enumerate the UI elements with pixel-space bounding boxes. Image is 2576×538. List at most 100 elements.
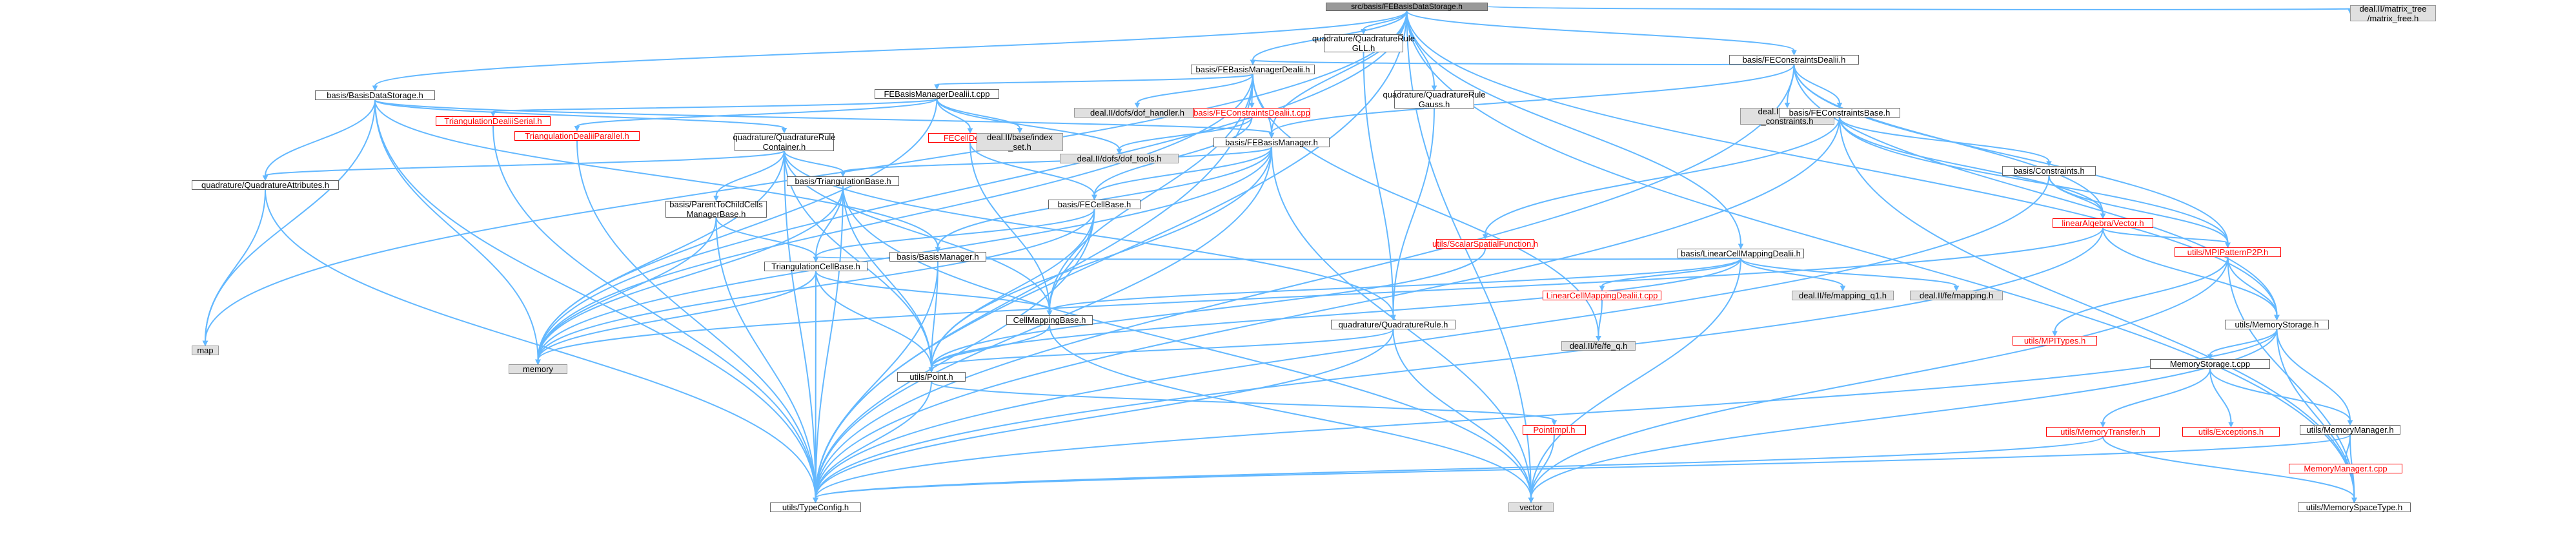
edge-febm-to-fecellb xyxy=(1093,147,1272,196)
edge-fecd-to-linvec xyxy=(1793,64,2104,214)
node-feq[interactable]: deal.II/fe/fe_q.h xyxy=(1561,340,1636,351)
edge-tb-to-tcb xyxy=(815,185,844,258)
node-label: TriangulationDealiiParallel.h xyxy=(525,130,629,141)
node-febmdt[interactable]: FEBasisManagerDealii.t.cpp xyxy=(875,89,999,99)
node-qr[interactable]: quadrature/QuadratureRule.h xyxy=(1331,320,1455,329)
arrowhead-constr-to-linvec xyxy=(2100,213,2106,220)
arrowhead-mpip2p-to-mpitypes xyxy=(2052,331,2058,337)
node-bindex[interactable]: deal.II/base/index _set.h xyxy=(977,132,1063,152)
node-label: quadrature/QuadratureRule Container.h xyxy=(733,132,836,152)
arrowhead-febmdt-to-fecelld xyxy=(967,128,973,134)
node-label: basis/FECellBase.h xyxy=(1057,200,1131,209)
node-cmb[interactable]: CellMappingBase.h xyxy=(1006,315,1093,325)
edge-fecelld-to-fecellb xyxy=(969,142,1095,196)
node-pointimpl[interactable]: PointImpl.h xyxy=(1523,425,1586,435)
node-memstort[interactable]: MemoryStorage.t.cpp xyxy=(2150,359,2270,369)
node-label: deal.II/matrix_tree /matrix_free.h xyxy=(2359,3,2427,23)
node-tcb[interactable]: TriangulationCellBase.h xyxy=(764,262,867,271)
node-mpip2p[interactable]: utils/MPIPatternP2P.h xyxy=(2175,247,2281,257)
arrowhead-root-to-bds xyxy=(372,85,378,92)
node-qgauss[interactable]: quadrature/QuadratureRule Gauss.h xyxy=(1383,90,1486,109)
edge-constr-to-typecfg xyxy=(815,175,2050,499)
node-fecb[interactable]: basis/FEConstraintsBase.h xyxy=(1779,107,1900,118)
edge-constr-to-mpip2p xyxy=(2048,175,2229,243)
node-qrc[interactable]: quadrature/QuadratureRule Container.h xyxy=(733,132,836,152)
node-doftools[interactable]: deal.II/dofs/dof_tools.h xyxy=(1060,154,1179,163)
edge-fecb-to-typecfg xyxy=(815,117,1840,499)
node-dofh[interactable]: deal.II/dofs/dof_handler.h xyxy=(1074,107,1201,118)
node-label: deal.II/dofs/dof_tools.h xyxy=(1077,154,1162,163)
node-qattr[interactable]: quadrature/QuadratureAttributes.h xyxy=(192,180,339,190)
arrowhead-qrc-to-ptcc xyxy=(713,196,719,202)
edge-fecellb-to-tcb xyxy=(815,209,1095,258)
node-memmgrt[interactable]: MemoryManager.t.cpp xyxy=(2289,464,2402,473)
arrowhead-fecb-to-constr xyxy=(2046,161,2052,167)
node-label: utils/MemoryTransfer.h xyxy=(2060,427,2145,437)
node-memmgr[interactable]: utils/MemoryManager.h xyxy=(2300,425,2400,435)
edge-fecellb-to-point xyxy=(931,209,1095,368)
node-mpitypes[interactable]: utils/MPITypes.h xyxy=(2013,336,2097,346)
arrowhead-memstort-to-exceptions xyxy=(2228,422,2234,428)
node-memtrans[interactable]: utils/MemoryTransfer.h xyxy=(2046,427,2160,437)
node-label: basis/FEConstraintsDealii.h xyxy=(1742,55,1846,65)
node-qgll[interactable]: quadrature/QuadratureRule GLL.h xyxy=(1312,34,1415,53)
arrowhead-fecd-to-affine xyxy=(1784,103,1790,109)
node-linvec[interactable]: linearAlgebra/Vector.h xyxy=(2053,218,2153,228)
edge-point-to-pointimpl xyxy=(931,381,1555,421)
node-label: utils/MemoryManager.h xyxy=(2306,425,2394,435)
node-constr[interactable]: basis/Constraints.h xyxy=(2002,166,2096,176)
node-ssf[interactable]: utils/ScalarSpatialFunction.h xyxy=(1432,239,1538,249)
node-mapq1[interactable]: deal.II/fe/mapping_q1.h xyxy=(1792,291,1894,300)
node-typecfg[interactable]: utils/TypeConfig.h xyxy=(770,502,861,512)
node-lcmdt[interactable]: LinearCellMappingDealii.t.cpp xyxy=(1543,291,1661,300)
node-root[interactable]: src/basis/FEBasisDataStorage.h xyxy=(1326,2,1488,11)
node-exceptions[interactable]: utils/Exceptions.h xyxy=(2182,427,2280,437)
edge-linvec-to-typecfg xyxy=(815,227,2104,499)
edge-febm-to-tb xyxy=(842,147,1272,172)
arrowhead-febmd-to-febmdt xyxy=(934,84,940,90)
node-label: quadrature/QuadratureRule GLL.h xyxy=(1312,33,1415,53)
node-bds[interactable]: basis/BasisDataStorage.h xyxy=(315,90,435,100)
node-memstor[interactable]: utils/MemoryStorage.h xyxy=(2225,320,2329,329)
edge-febmd-to-febm xyxy=(1252,74,1272,134)
node-tds[interactable]: TriangulationDealiiSerial.h xyxy=(436,116,551,126)
arrowhead-memmgr-to-memspace xyxy=(2351,497,2357,504)
node-label: MemoryStorage.t.cpp xyxy=(2169,359,2251,369)
node-febmd[interactable]: basis/FEBasisManagerDealii.h xyxy=(1191,65,1315,74)
edge-fecb-to-linvec xyxy=(1839,117,2104,214)
edge-linvec-to-mpip2p xyxy=(2102,227,2229,243)
node-vector[interactable]: vector xyxy=(1508,502,1554,512)
node-fecd[interactable]: basis/FEConstraintsDealii.h xyxy=(1729,55,1859,65)
node-ptcc[interactable]: basis/ParentToChildCells ManagerBase.h xyxy=(665,200,767,219)
node-tb[interactable]: basis/TriangulationBase.h xyxy=(787,176,899,186)
edge-bds-to-bbm xyxy=(374,99,938,248)
edge-linvec-to-memstor xyxy=(2102,227,2278,316)
edge-fecellb-to-cmb xyxy=(1049,209,1095,311)
node-bbm[interactable]: basis/BasisManager.h xyxy=(889,252,986,262)
arrowhead-memmgr-to-memmgrt xyxy=(2342,459,2349,465)
edge-ptcc-to-typecfg xyxy=(715,217,816,499)
node-mapping[interactable]: deal.II/fe/mapping.h xyxy=(1910,291,2003,300)
edge-root-to-lcmd xyxy=(1406,10,1741,245)
arrowhead-pointimpl-to-vector xyxy=(1528,497,1534,504)
node-label: FEBasisManagerDealii.t.cpp xyxy=(884,89,990,99)
node-memory[interactable]: memory xyxy=(509,364,567,374)
arrowhead-root-to-fecd xyxy=(1791,50,1797,56)
node-febm[interactable]: basis/FEBasisManager.h xyxy=(1213,138,1330,147)
node-fecellb[interactable]: basis/FECellBase.h xyxy=(1048,200,1141,209)
edge-fecd-to-fecb xyxy=(1793,64,1840,103)
node-lcmd[interactable]: basis/LinearCellMappingDealii.h xyxy=(1678,249,1804,258)
edge-ptcc-to-memory xyxy=(537,217,717,360)
node-memspace[interactable]: utils/MemorySpaceType.h xyxy=(2298,502,2411,512)
node-label: utils/MPITypes.h xyxy=(2023,336,2086,346)
node-map[interactable]: map xyxy=(192,346,219,355)
node-fecdt[interactable]: basis/FEConstraintsDealii.t.cpp xyxy=(1193,107,1310,118)
edge-lcmd-to-vector xyxy=(1530,258,1741,499)
node-tdp[interactable]: TriangulationDealiiParallel.h xyxy=(514,130,640,141)
node-point[interactable]: utils/Point.h xyxy=(897,372,966,382)
node-label: basis/BasisManager.h xyxy=(897,252,979,262)
node-label: TriangulationDealiiSerial.h xyxy=(444,116,542,126)
node-mtree[interactable]: deal.II/matrix_tree /matrix_free.h xyxy=(2350,3,2436,23)
node-label: PointImpl.h xyxy=(1533,425,1576,435)
